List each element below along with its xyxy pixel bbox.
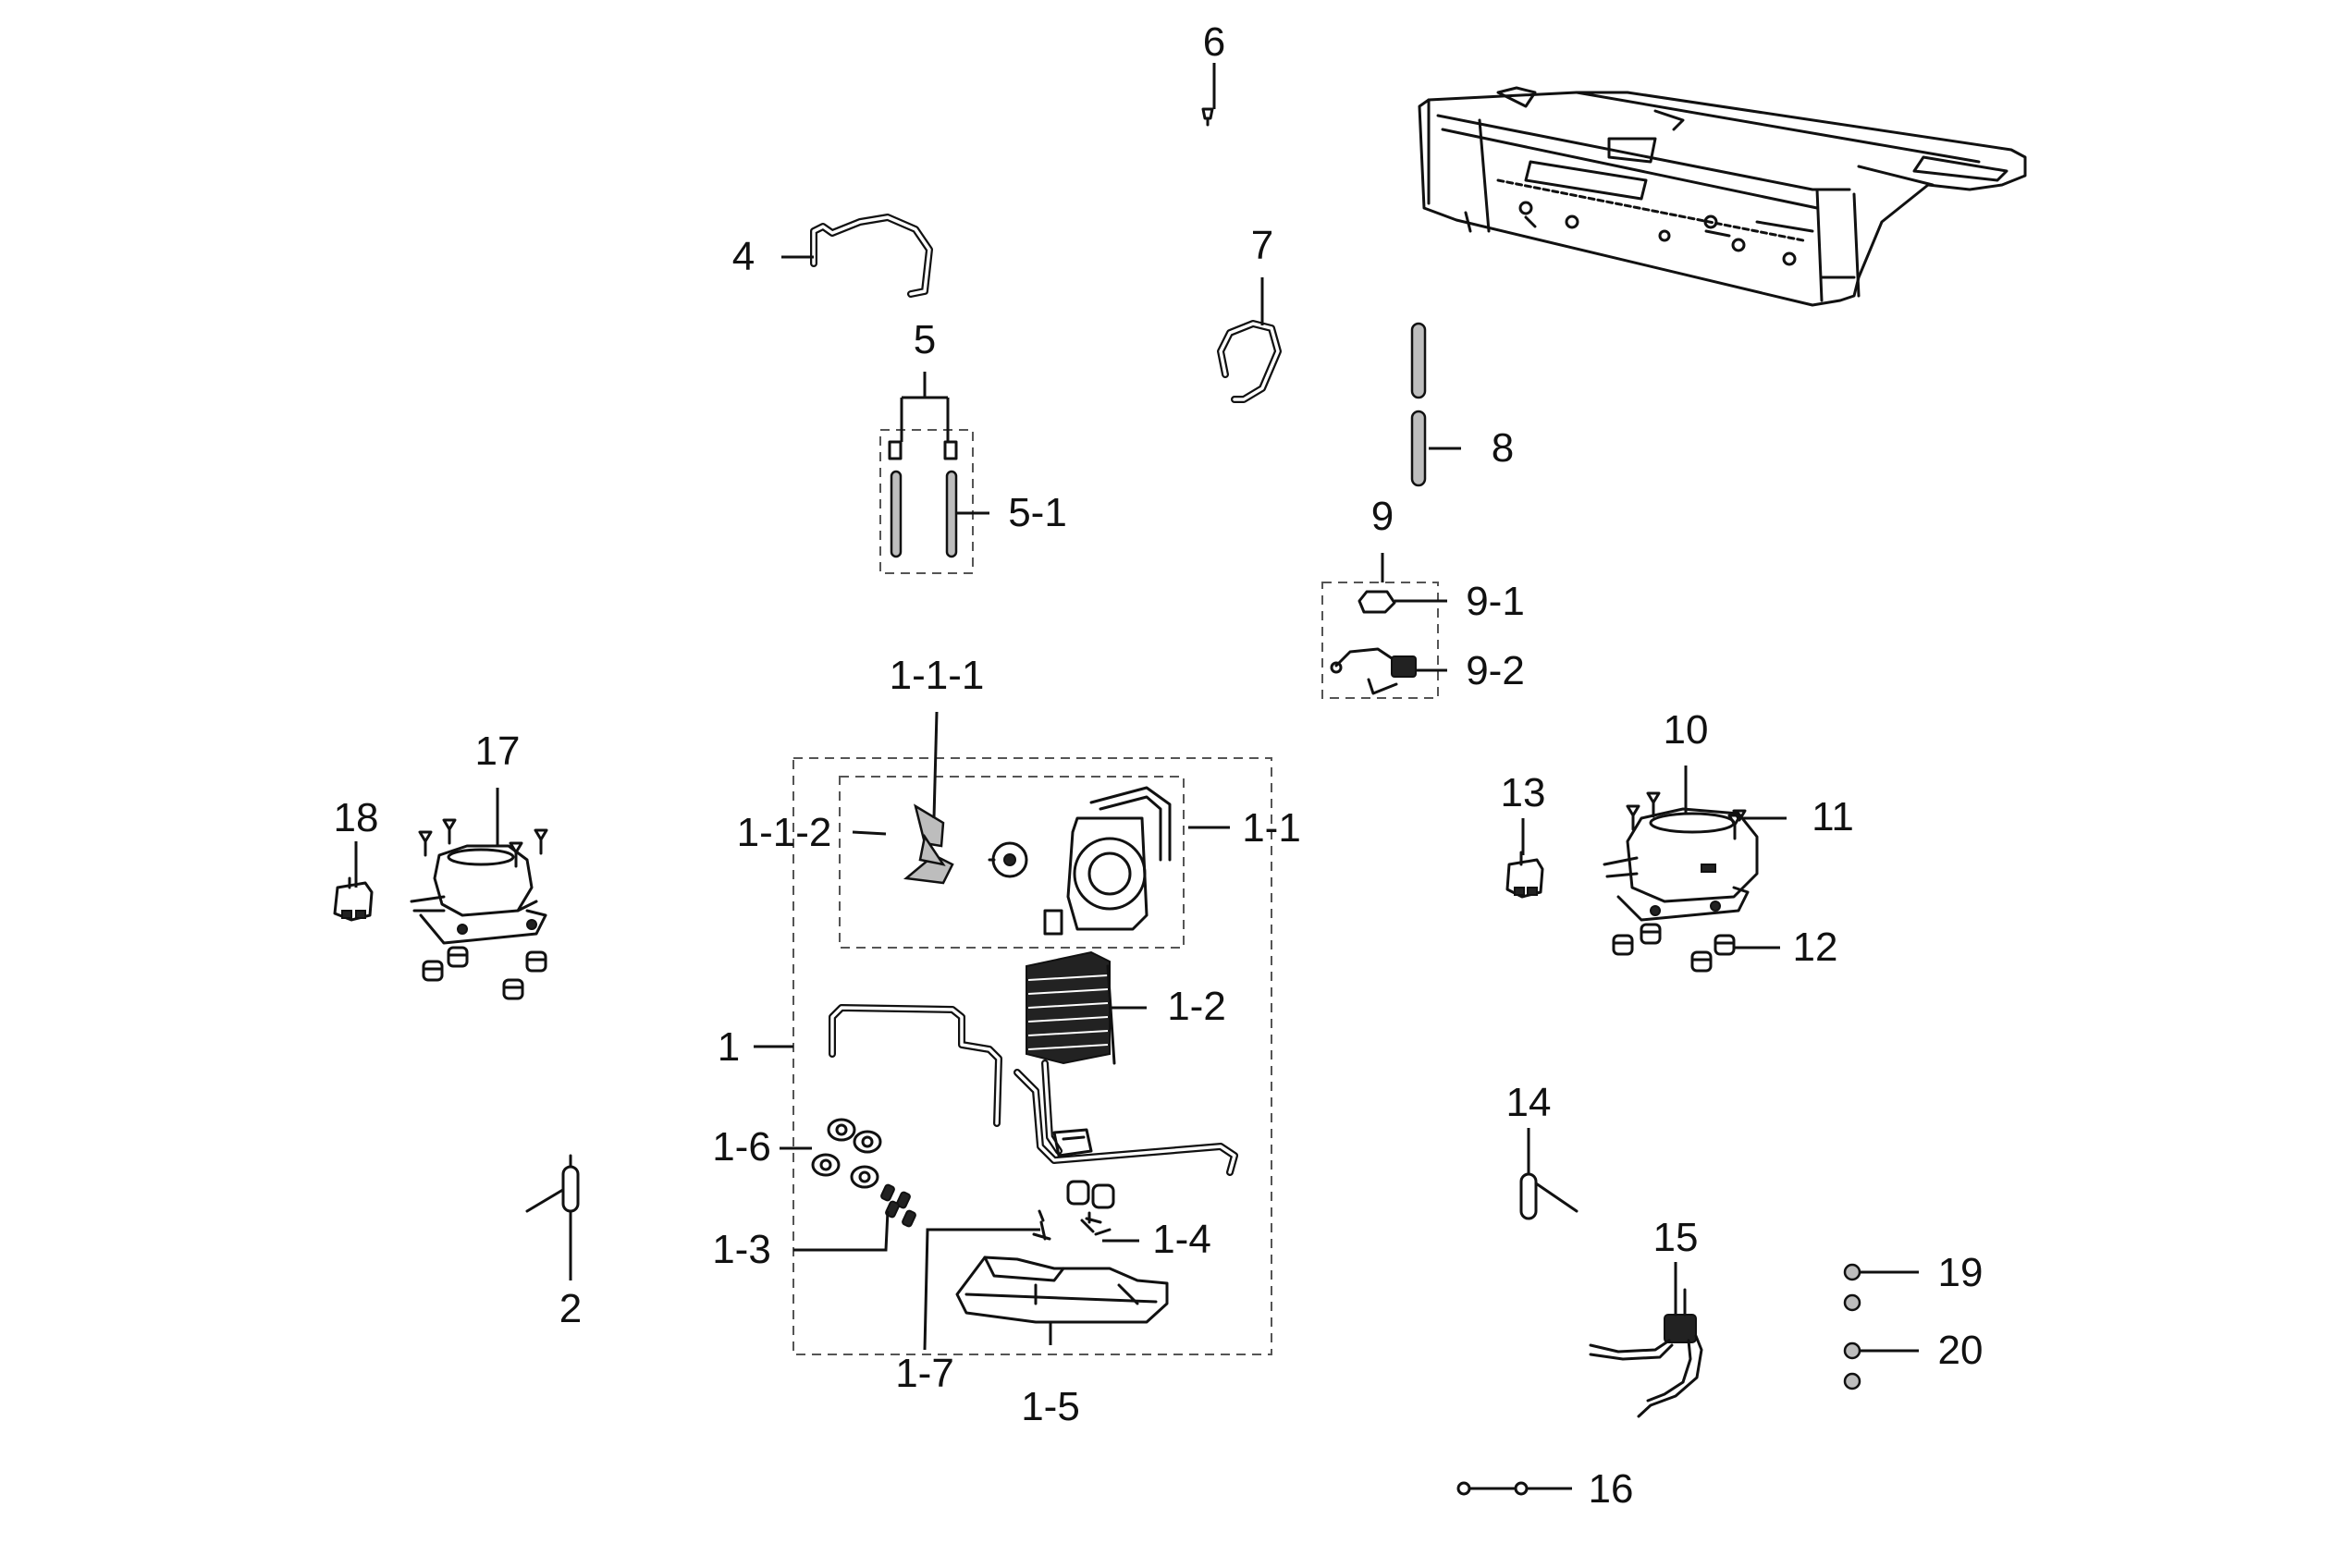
label-7: 7 <box>1251 223 1273 268</box>
label-1-4: 1-4 <box>1152 1217 1211 1262</box>
label-20: 20 <box>1938 1328 1984 1373</box>
valve-part-15 <box>1589 1279 1703 1418</box>
label-1-7: 1-7 <box>895 1351 954 1396</box>
label-19: 19 <box>1938 1250 1984 1295</box>
label-1-1: 1-1 <box>1242 805 1301 851</box>
label-1-1-2: 1-1-2 <box>737 810 832 855</box>
label-4: 4 <box>732 234 755 279</box>
screw-part-6 <box>1201 107 1214 127</box>
machine-compartment-frame <box>1418 86 2027 307</box>
label-5: 5 <box>914 317 936 362</box>
label-12: 12 <box>1793 925 1838 970</box>
label-1-1-1: 1-1-1 <box>890 653 985 698</box>
drain-tray-part-1-5 <box>955 1256 1169 1324</box>
label-9-1: 9-1 <box>1466 579 1525 624</box>
label-5-1: 5-1 <box>1008 490 1067 535</box>
relay-part-18 <box>333 876 374 922</box>
label-10: 10 <box>1664 707 1709 753</box>
sensor-part-9 <box>1321 582 1439 699</box>
pipe-part-7 <box>1217 320 1282 403</box>
filter-part-14 <box>1519 1161 1579 1220</box>
relay-part-13 <box>1505 851 1544 899</box>
evaporator-part-1-2 <box>1026 950 1116 1065</box>
label-6: 6 <box>1203 19 1225 65</box>
label-1: 1 <box>718 1024 740 1070</box>
compressor-part-17 <box>410 818 548 1000</box>
label-14: 14 <box>1506 1080 1552 1125</box>
tube-part-8 <box>1410 322 1427 487</box>
label-18: 18 <box>334 795 379 840</box>
connector-part-16 <box>1456 1481 1529 1496</box>
filter-part-2 <box>525 1154 580 1213</box>
label-9-2: 9-2 <box>1466 648 1525 693</box>
leader-lines <box>354 63 1919 1490</box>
bolt-part-11 <box>1732 809 1747 822</box>
pad-part-1-3 <box>880 1183 916 1228</box>
label-15: 15 <box>1653 1215 1699 1260</box>
label-13: 13 <box>1501 770 1546 815</box>
label-1-3: 1-3 <box>712 1227 771 1272</box>
label-8: 8 <box>1492 425 1514 471</box>
label-16: 16 <box>1589 1466 1634 1512</box>
pipe-part-4 <box>810 214 933 298</box>
dryer-part-5 <box>879 429 974 574</box>
grommet-part-19 <box>1843 1263 1861 1312</box>
label-11: 11 <box>1812 794 1854 839</box>
evaporator-assembly-part-1 <box>792 757 1272 1355</box>
cap-part-1-4 <box>1066 1180 1115 1236</box>
label-2: 2 <box>559 1286 582 1331</box>
label-1-2: 1-2 <box>1167 984 1226 1029</box>
grommet-part-20 <box>1843 1341 1861 1390</box>
compressor-part-10 <box>1603 791 1759 973</box>
label-17: 17 <box>475 729 521 774</box>
screw-part-1-7 <box>1032 1209 1051 1241</box>
label-1-5: 1-5 <box>1021 1384 1080 1429</box>
label-9: 9 <box>1371 494 1394 539</box>
part-labels: 6 4 7 5 8 5-1 9 9-1 9-2 1-1-1 10 17 13 1… <box>334 19 1984 1512</box>
clip-part-1-6 <box>811 1118 882 1189</box>
label-1-6: 1-6 <box>712 1124 771 1170</box>
